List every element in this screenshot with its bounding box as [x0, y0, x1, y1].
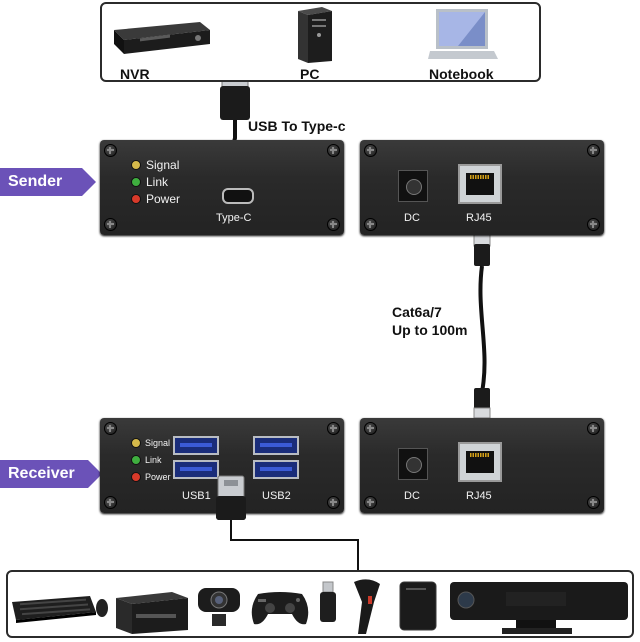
cat-cable-label-line2: Up to 100m: [392, 322, 468, 338]
gamepad-icon: [251, 592, 309, 625]
sender-usb-panel: Signal Link Power Type-C: [100, 140, 344, 235]
sender-rj45-panel: DC RJ45: [360, 140, 604, 235]
screw-icon: [327, 144, 340, 157]
power-led-label: Power: [145, 472, 171, 482]
power-led: [131, 194, 141, 204]
screw-icon: [104, 218, 117, 231]
rj45-port-label: RJ45: [466, 490, 492, 502]
link-led: [131, 177, 141, 187]
cat-cable-label-line1: Cat6a/7: [392, 304, 442, 320]
printer-icon: [116, 592, 188, 634]
kinect-sensor-icon: [450, 582, 628, 634]
barcode-scanner-icon: [354, 579, 380, 634]
typec-port[interactable]: [222, 188, 254, 204]
usb1-port-top[interactable]: [173, 436, 219, 455]
notebook-label: Notebook: [429, 66, 494, 82]
dc-port[interactable]: [398, 170, 428, 202]
screw-icon: [327, 218, 340, 231]
usb-drive-icon: [320, 581, 336, 622]
rj45-port[interactable]: [458, 164, 502, 204]
link-led-label: Link: [145, 455, 162, 465]
screw-icon: [104, 422, 117, 435]
usb-plug-icon: [216, 475, 246, 520]
rj45-port[interactable]: [458, 442, 502, 482]
rj45-port-label: RJ45: [466, 212, 492, 224]
signal-led-label: Signal: [145, 438, 171, 448]
screw-icon: [587, 144, 600, 157]
screw-icon: [104, 496, 117, 509]
screw-icon: [327, 422, 340, 435]
screw-icon: [364, 218, 377, 231]
pc-tower-icon: [298, 7, 332, 63]
nvr-label: NVR: [120, 66, 150, 82]
dc-port-label: DC: [404, 212, 420, 224]
hard-drive-icon: [399, 581, 437, 631]
link-led: [131, 455, 141, 465]
receiver-rj45-panel: DC RJ45: [360, 418, 604, 513]
notebook-icon: [428, 9, 498, 59]
receiver-tag: Receiver: [0, 460, 102, 488]
typec-port-label: Type-C: [216, 212, 252, 224]
signal-led-label: Signal: [146, 158, 180, 172]
screw-icon: [104, 144, 117, 157]
sender-tag-label: Sender: [8, 173, 63, 190]
screw-icon: [364, 422, 377, 435]
usb1-port-bottom[interactable]: [173, 460, 219, 479]
screw-icon: [364, 144, 377, 157]
power-led: [131, 472, 141, 482]
usb2-label: USB2: [262, 490, 291, 502]
pc-label: PC: [300, 66, 320, 82]
signal-led: [131, 160, 141, 170]
screw-icon: [587, 218, 600, 231]
nvr-icon: [114, 22, 210, 54]
source-devices-box: NVR PC Notebook: [100, 2, 541, 82]
dc-port-label: DC: [404, 490, 420, 502]
screw-icon: [327, 496, 340, 509]
screw-icon: [587, 496, 600, 509]
usb1-label: USB1: [182, 490, 211, 502]
usb2-port-bottom[interactable]: [253, 460, 299, 479]
screw-icon: [364, 496, 377, 509]
dc-port[interactable]: [398, 448, 428, 480]
usb-devices-box: [6, 570, 634, 638]
usb-to-typec-cable-label: USB To Type-c: [248, 118, 346, 134]
keyboard-mouse-icon: [12, 596, 108, 623]
power-led-label: Power: [146, 192, 181, 206]
screw-icon: [587, 422, 600, 435]
link-led-label: Link: [146, 175, 169, 189]
sender-tag: Sender: [0, 168, 96, 196]
signal-led: [131, 438, 141, 448]
webcam-icon: [198, 588, 240, 626]
usb2-port-top[interactable]: [253, 436, 299, 455]
receiver-tag-label: Receiver: [8, 465, 75, 482]
